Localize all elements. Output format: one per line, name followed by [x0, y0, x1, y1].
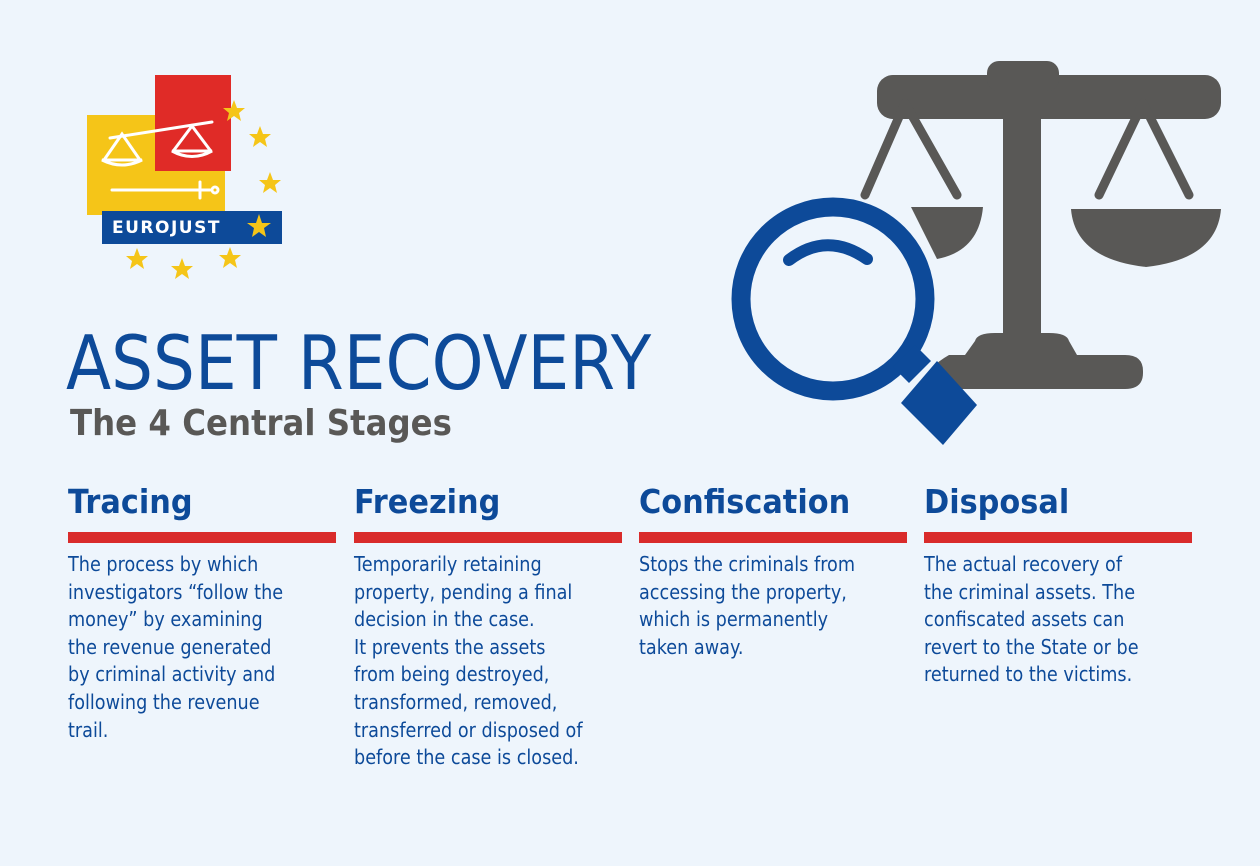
- eurojust-logo: [87, 75, 282, 279]
- page-title: ASSET RECOVERY: [66, 319, 652, 407]
- stage-title: Disposal: [924, 482, 1070, 521]
- scales-of-justice-icon: [860, 61, 1221, 389]
- stage-divider: [924, 532, 1192, 543]
- stage-description: The actual recovery of the criminal asse…: [924, 552, 1139, 687]
- stage-confiscation: Confiscation Stops the criminals from ac…: [639, 478, 907, 661]
- stage-description: Temporarily retaining property, pending …: [354, 552, 583, 770]
- stage-freezing: Freezing Temporarily retaining property,…: [354, 478, 622, 772]
- stage-title: Confiscation: [639, 482, 851, 521]
- stage-divider: [354, 532, 622, 543]
- logo-wordmark: EUROJUST: [112, 217, 221, 238]
- stage-title: Freezing: [354, 482, 501, 521]
- stage-tracing: Tracing The process by which investigato…: [68, 478, 336, 744]
- stage-title: Tracing: [68, 482, 193, 521]
- illustration: [730, 61, 1221, 445]
- page-subtitle: The 4 Central Stages: [70, 403, 452, 444]
- magnifying-glass-icon: [730, 196, 977, 445]
- stage-divider: [68, 532, 336, 543]
- stage-description: The process by which investigators “foll…: [68, 552, 284, 742]
- stage-description: Stops the criminals from accessing the p…: [639, 552, 856, 659]
- stage-disposal: Disposal The actual recovery of the crim…: [924, 478, 1192, 689]
- stage-divider: [639, 532, 907, 543]
